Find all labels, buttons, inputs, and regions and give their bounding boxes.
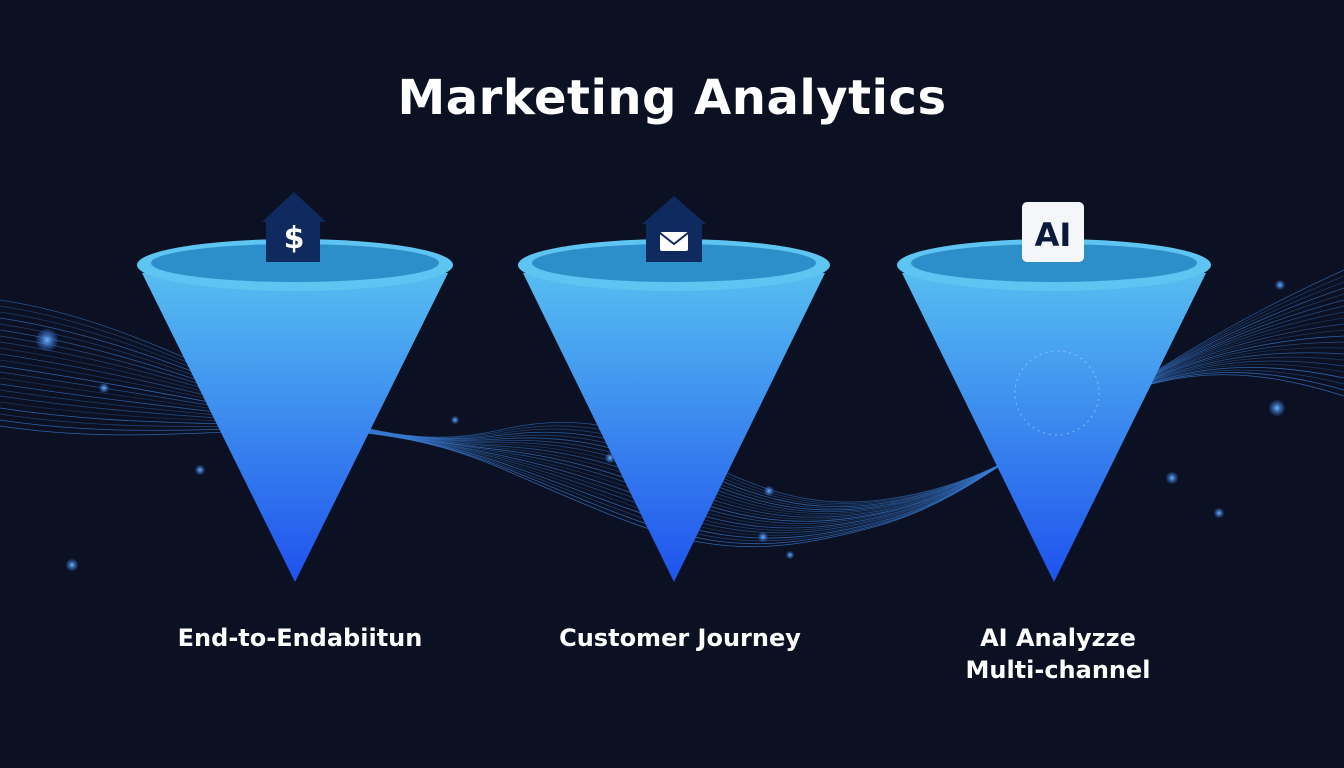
label-line: Multi-channel xyxy=(878,654,1238,686)
funnel-3 xyxy=(897,239,1211,582)
particle xyxy=(195,465,205,475)
particle xyxy=(1166,472,1178,484)
funnels xyxy=(137,239,1211,582)
funnel-label-3: AI Analyzze Multi-channel xyxy=(878,622,1238,686)
particle xyxy=(605,453,615,463)
funnel-label-2: Customer Journey xyxy=(500,622,860,654)
envelope-icon xyxy=(660,232,688,251)
funnel-cone xyxy=(902,273,1206,582)
particle xyxy=(1214,508,1224,518)
funnel-1 xyxy=(137,239,453,582)
ai-badge-icon: AI xyxy=(1020,200,1088,264)
particle xyxy=(451,416,459,424)
particle xyxy=(764,486,774,496)
particle xyxy=(758,532,768,542)
page-title: Marketing Analytics xyxy=(0,70,1344,126)
ai-text: AI xyxy=(1035,216,1072,254)
particle xyxy=(36,329,58,351)
funnel-label-1: End-to-Endabiitun xyxy=(120,622,480,654)
dollar-house-icon: $ xyxy=(260,190,328,264)
particle xyxy=(786,551,794,559)
dollar-sign: $ xyxy=(284,221,305,256)
particle xyxy=(66,559,78,571)
label-line: End-to-Endabiitun xyxy=(120,622,480,654)
particle xyxy=(99,383,109,393)
mail-house-icon xyxy=(640,194,708,264)
particle xyxy=(1269,400,1285,416)
label-line: AI Analyzze xyxy=(878,622,1238,654)
particle xyxy=(1275,280,1285,290)
funnel-cone xyxy=(142,273,448,582)
label-line: Customer Journey xyxy=(500,622,860,654)
